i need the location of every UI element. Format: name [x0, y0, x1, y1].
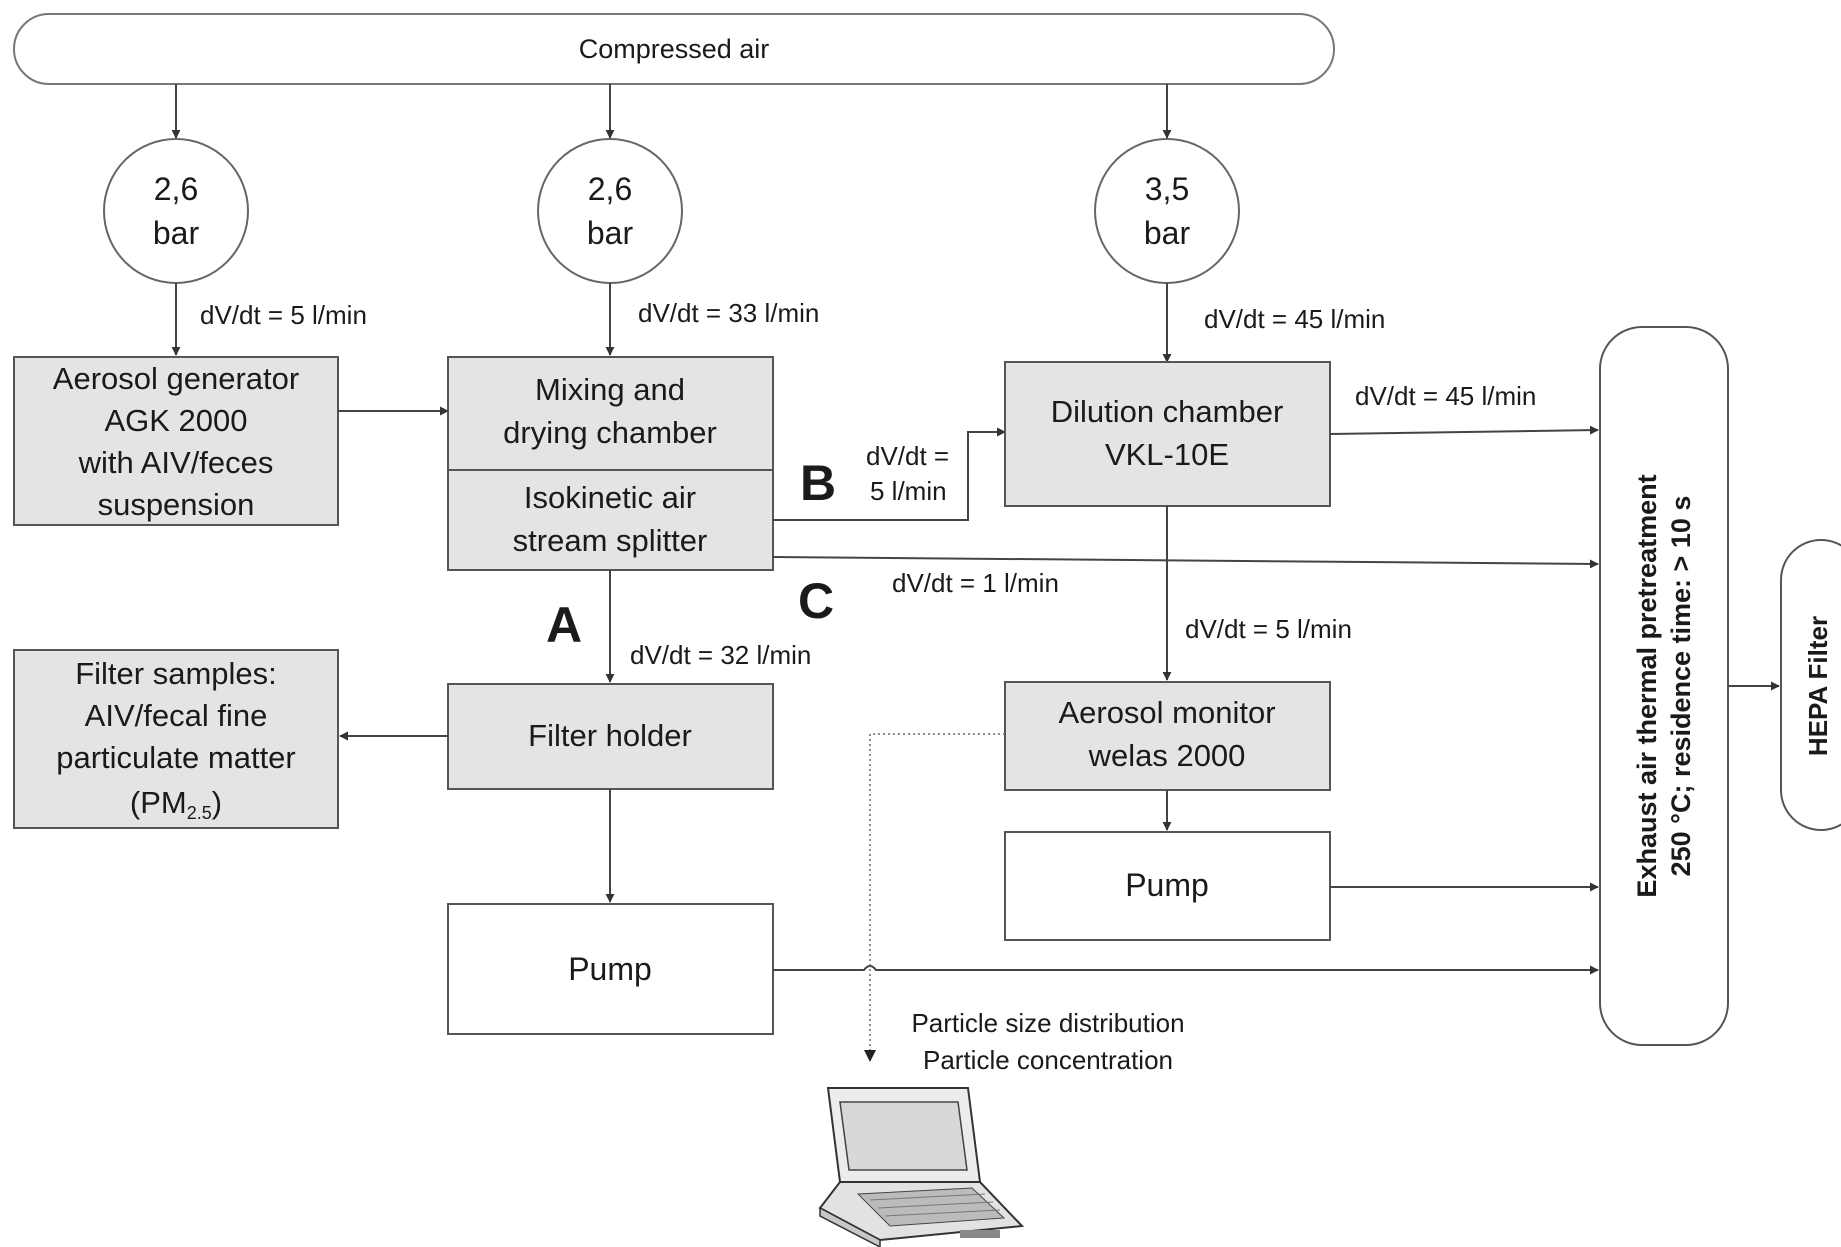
flow-b-line-2: 5 l/min [870, 476, 947, 506]
pressure-value: 2,6 [154, 171, 198, 207]
output-line-2: Particle concentration [923, 1045, 1173, 1075]
data-signal-arrowhead [864, 1050, 876, 1062]
pressure-regulator-3: 3,5 bar [1094, 138, 1240, 284]
splitter-line-1: Isokinetic air [524, 480, 696, 515]
aerosol-generator-box: Aerosol generator AGK 2000 with AIV/fece… [13, 356, 339, 526]
dilution-chamber-box: Dilution chamber VKL-10E [1004, 361, 1331, 507]
hepa-label: HEPA Filter [1803, 616, 1833, 756]
output-line-1: Particle size distribution [911, 1008, 1184, 1038]
flow-monitor-in: dV/dt = 5 l/min [1185, 614, 1352, 644]
main-pump-label: Pump [568, 951, 652, 987]
arrow-dilution-to-exhaust [1329, 425, 1599, 435]
monitor-pump-label: Pump [1125, 867, 1209, 903]
flow-dilution-in: dV/dt = 45 l/min [1204, 304, 1385, 334]
samples-line-2: AIV/fecal fine [85, 698, 268, 733]
path-b-label: B [800, 455, 836, 511]
arrow-path-b [773, 427, 1006, 521]
mixing-line-1: Mixing and [535, 372, 685, 407]
path-c-label: C [798, 573, 834, 629]
flow-a: dV/dt = 32 l/min [630, 640, 811, 670]
arrow-main-pump-to-exhaust [773, 965, 1599, 975]
generator-line-4: suspension [98, 487, 255, 522]
filter-holder-label: Filter holder [528, 718, 692, 753]
hepa-filter-box: HEPA Filter [1780, 539, 1841, 831]
isokinetic-splitter-box: Isokinetic air stream splitter [447, 469, 774, 571]
pressure-unit: bar [587, 215, 634, 251]
compressed-air-label: Compressed air [579, 34, 770, 64]
compressed-air-bar [13, 13, 1335, 85]
pressure-value: 3,5 [1145, 171, 1189, 207]
flow-b-line-1: dV/dt = [866, 441, 949, 471]
arrow-path-c [772, 556, 1599, 569]
main-pump-box: Pump [447, 903, 774, 1035]
filter-holder-box: Filter holder [447, 683, 774, 790]
laptop-icon [818, 1087, 1025, 1247]
pressure-unit: bar [153, 215, 200, 251]
exhaust-line-2: 250 °C; residence time: > 10 s [1666, 496, 1696, 877]
generator-line-2: AGK 2000 [104, 403, 247, 438]
pressure-value: 2,6 [588, 171, 632, 207]
flow-generator-in: dV/dt = 5 l/min [200, 300, 367, 330]
flow-c: dV/dt = 1 l/min [892, 568, 1059, 598]
filter-samples-box: Filter samples: AIV/fecal fine particula… [13, 649, 339, 829]
exhaust-pretreatment-box: Exhaust air thermal pretreatment 250 °C;… [1599, 326, 1729, 1046]
mixing-line-2: drying chamber [503, 415, 717, 450]
monitor-line-2: welas 2000 [1088, 738, 1246, 773]
dilution-line-2: VKL-10E [1105, 437, 1229, 472]
pressure-regulator-1: 2,6 bar [103, 138, 249, 284]
monitor-line-1: Aerosol monitor [1058, 695, 1275, 730]
generator-line-1: Aerosol generator [53, 361, 299, 396]
monitor-pump-box: Pump [1004, 831, 1331, 941]
samples-pm-label: (PM2.5) [130, 785, 222, 823]
pressure-unit: bar [1144, 215, 1191, 251]
exhaust-line-1: Exhaust air thermal pretreatment [1632, 474, 1662, 897]
flow-dilution-out: dV/dt = 45 l/min [1355, 381, 1536, 411]
aerosol-monitor-box: Aerosol monitor welas 2000 [1004, 681, 1331, 791]
flow-mixing-in: dV/dt = 33 l/min [638, 298, 819, 328]
data-signal-line [869, 733, 1005, 1058]
dilution-line-1: Dilution chamber [1051, 394, 1284, 429]
pressure-regulator-2: 2,6 bar [537, 138, 683, 284]
samples-line-3: particulate matter [56, 740, 296, 775]
samples-line-1: Filter samples: [75, 656, 277, 691]
splitter-line-2: stream splitter [513, 523, 708, 558]
path-a-label: A [546, 597, 582, 653]
generator-line-3: with AIV/feces [78, 445, 274, 480]
mixing-drying-chamber-box: Mixing and drying chamber [447, 356, 774, 471]
